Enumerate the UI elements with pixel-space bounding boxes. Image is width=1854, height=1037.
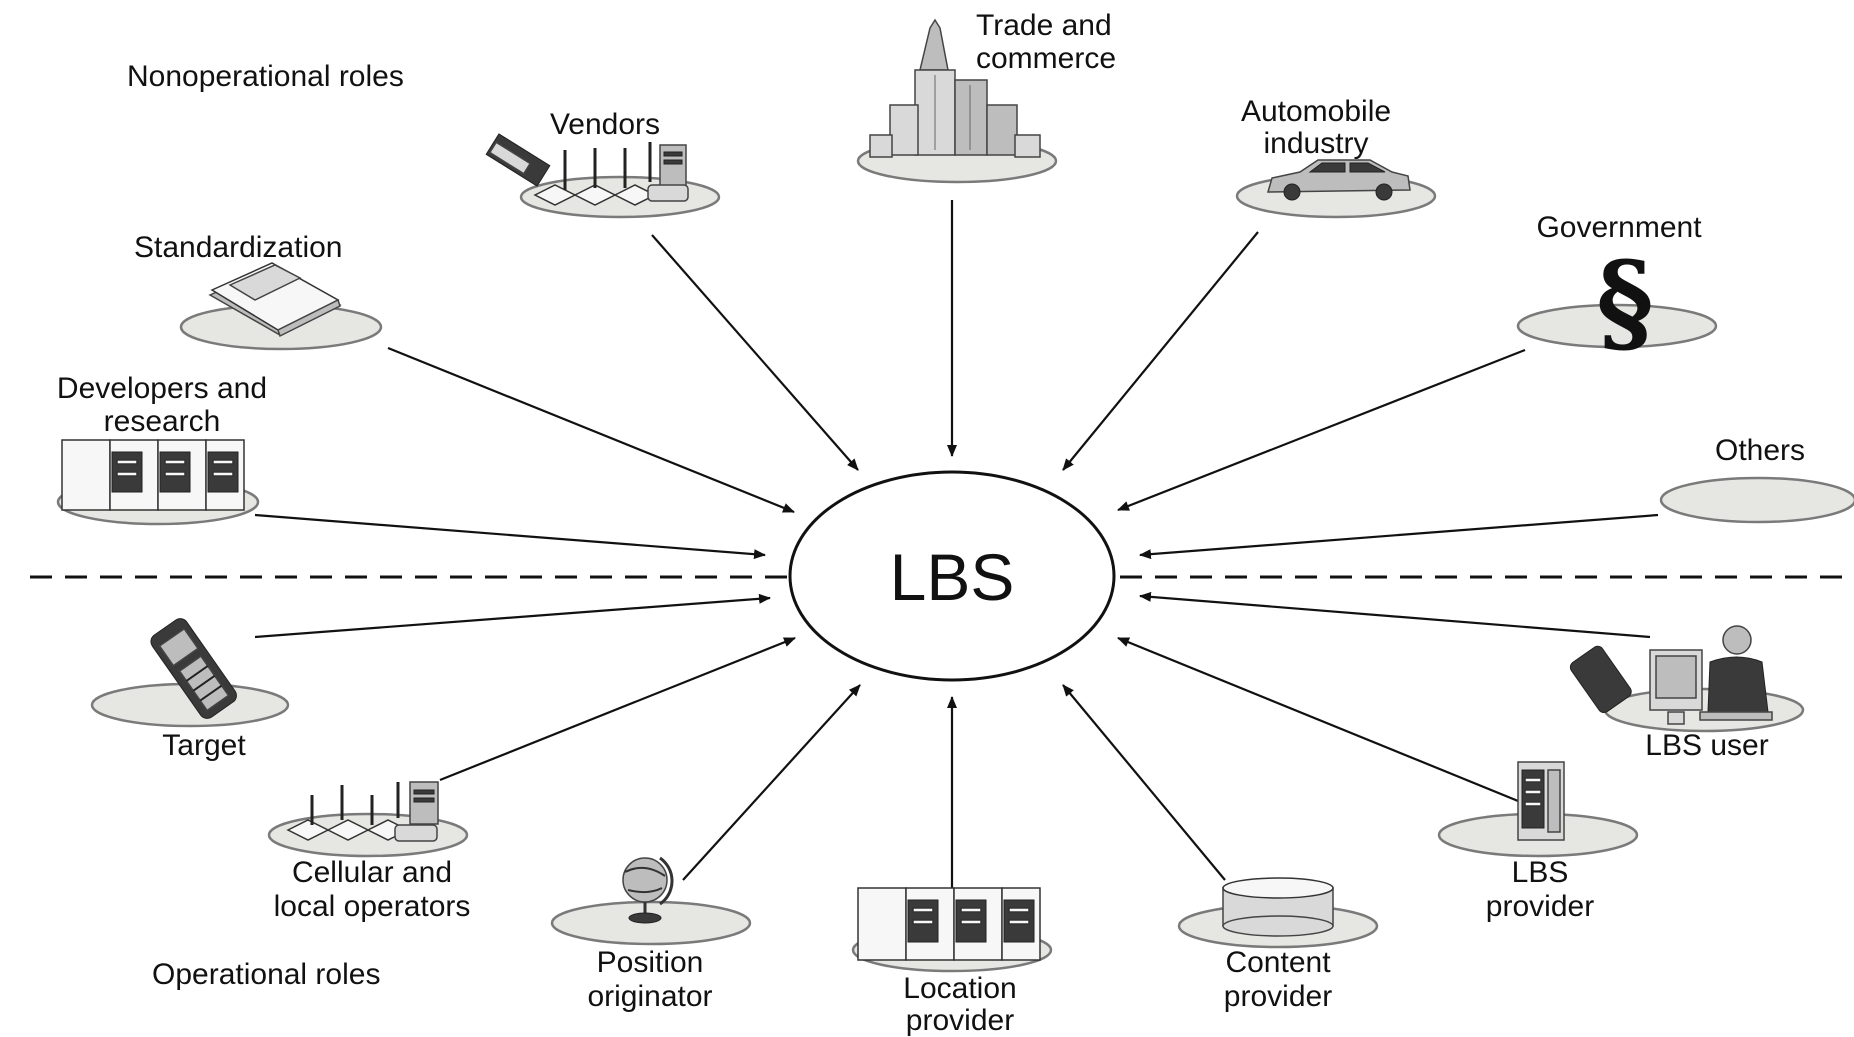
role-lbs-user: LBS user: [1569, 625, 1805, 762]
arrow-standardization: [387, 346, 795, 514]
role-position: Position originator: [550, 856, 752, 1013]
position-label-line1: Position: [597, 946, 704, 979]
role-standardization: Standardization: [134, 231, 383, 351]
cell-towers-icon: [485, 133, 689, 206]
arrow-vendors: [651, 234, 859, 471]
trade-label-line2: commerce: [976, 42, 1116, 75]
arrow-developers: [254, 513, 766, 560]
arrow-cellular: [439, 636, 796, 782]
user-at-computer-icon: [1569, 625, 1773, 725]
section-sign-icon: §: [1596, 237, 1654, 366]
role-location: Location provider: [851, 887, 1053, 1037]
lbs-provider-label-line1: LBS: [1512, 856, 1569, 889]
mobile-phone-icon: [150, 618, 237, 719]
government-base: [1516, 303, 1718, 349]
cellular-label-line1: Cellular and: [292, 856, 452, 889]
standardization-label-line1: Standardization: [134, 231, 342, 264]
others-label-line1: Others: [1715, 434, 1805, 467]
location-label-line1: Location: [903, 972, 1016, 1005]
role-cellular: Cellular and local operators: [267, 781, 471, 923]
role-automobile: Automobile industry: [1235, 95, 1437, 219]
position-label-line2: originator: [587, 980, 712, 1013]
trade-label-line1: Trade and: [976, 9, 1112, 42]
arrow-government: [1117, 348, 1526, 512]
car-icon: [1267, 159, 1411, 201]
automobile-label-line1: Automobile: [1241, 95, 1391, 128]
lbs-node: LBS: [788, 470, 1116, 682]
role-developers: Developers and research: [56, 372, 267, 526]
nonoperational-roles-label: Nonoperational roles: [127, 60, 404, 93]
government-label-line1: Government: [1536, 211, 1702, 244]
server-rack-icon: [857, 887, 1041, 961]
arrow-content: [1062, 684, 1226, 881]
skyscraper-icon: [869, 18, 1041, 158]
database-icon: [1222, 877, 1334, 937]
role-government: § Government: [1516, 211, 1718, 366]
server-rack-icon: [61, 439, 245, 511]
others-base: [1659, 476, 1854, 524]
arrow-position: [682, 684, 861, 881]
arrow-target: [254, 593, 771, 639]
developers-label-line2: research: [104, 405, 221, 438]
target-label-line1: Target: [162, 729, 246, 762]
lbs-label: LBS: [890, 540, 1015, 614]
arrow-lbs-user: [1139, 591, 1651, 639]
location-label-line2: provider: [906, 1004, 1014, 1037]
document-icon: [208, 262, 342, 338]
arrow-others: [1139, 513, 1659, 560]
cellular-label-line2: local operators: [274, 890, 471, 923]
role-trade: Trade and commerce: [856, 9, 1116, 184]
operational-roles-label: Operational roles: [152, 958, 380, 991]
role-target: Target: [90, 618, 290, 762]
vendors-label-line1: Vendors: [550, 108, 660, 141]
arrows: [254, 200, 1659, 890]
role-vendors: Vendors: [485, 108, 721, 219]
role-others: Others: [1659, 434, 1854, 524]
role-content: Content provider: [1177, 877, 1379, 1013]
content-label-line2: provider: [1224, 980, 1332, 1013]
developers-label-line1: Developers and: [57, 372, 267, 405]
automobile-label-line2: industry: [1263, 127, 1368, 160]
content-label-line1: Content: [1225, 946, 1331, 979]
cell-towers-icon: [286, 781, 439, 842]
role-lbs-provider: LBS provider: [1437, 761, 1639, 923]
globe-icon: [622, 856, 674, 924]
arrow-automobile: [1062, 231, 1259, 471]
arrow-lbs-provider: [1117, 636, 1529, 807]
lbs-user-label-line1: LBS user: [1645, 729, 1768, 762]
lbs-provider-label-line2: provider: [1486, 890, 1594, 923]
server-icon: [1517, 761, 1565, 841]
lbs-user-base: [1603, 687, 1805, 733]
lbs-circle: [788, 470, 1116, 682]
